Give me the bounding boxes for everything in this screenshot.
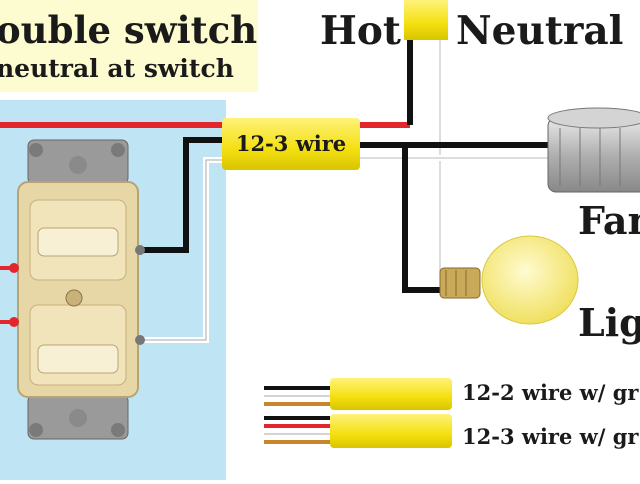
bulb-glass (481, 235, 579, 325)
legend-cable-12-3-jacket (330, 414, 452, 448)
switch-black-wire (140, 137, 224, 253)
light-label: Lig (578, 300, 640, 345)
legend-cable-12-2-jacket (330, 378, 452, 410)
title-line-2: neutral at switch (0, 54, 234, 83)
title-line-1: ouble switch (0, 8, 258, 52)
light-bulb (439, 235, 579, 325)
double-switch (0, 139, 145, 440)
legend-label-12-3: 12-3 wire w/ gr (462, 424, 639, 449)
legend-cable-12-3 (264, 414, 452, 448)
lower-toggle (37, 344, 119, 374)
legend-label-12-2: 12-2 wire w/ gr (462, 380, 639, 405)
fan-motor (547, 107, 640, 193)
neutral-label: Neutral (456, 8, 624, 54)
bulb-base (439, 267, 481, 299)
fan-label: Fan (578, 198, 640, 243)
title-box: ouble switch neutral at switch (0, 0, 258, 92)
fan-motor-body (547, 117, 640, 193)
legend-cable-12-2 (264, 378, 452, 410)
hot-label: Hot (320, 8, 401, 54)
wire-tag-label: 12-3 wire (235, 130, 347, 156)
center-screw (65, 289, 83, 307)
feed-cable (404, 0, 448, 40)
upper-toggle (37, 227, 119, 257)
wire-tag-cable (222, 118, 360, 170)
black-wire-light (402, 145, 440, 293)
switch-white-wire (140, 159, 224, 341)
